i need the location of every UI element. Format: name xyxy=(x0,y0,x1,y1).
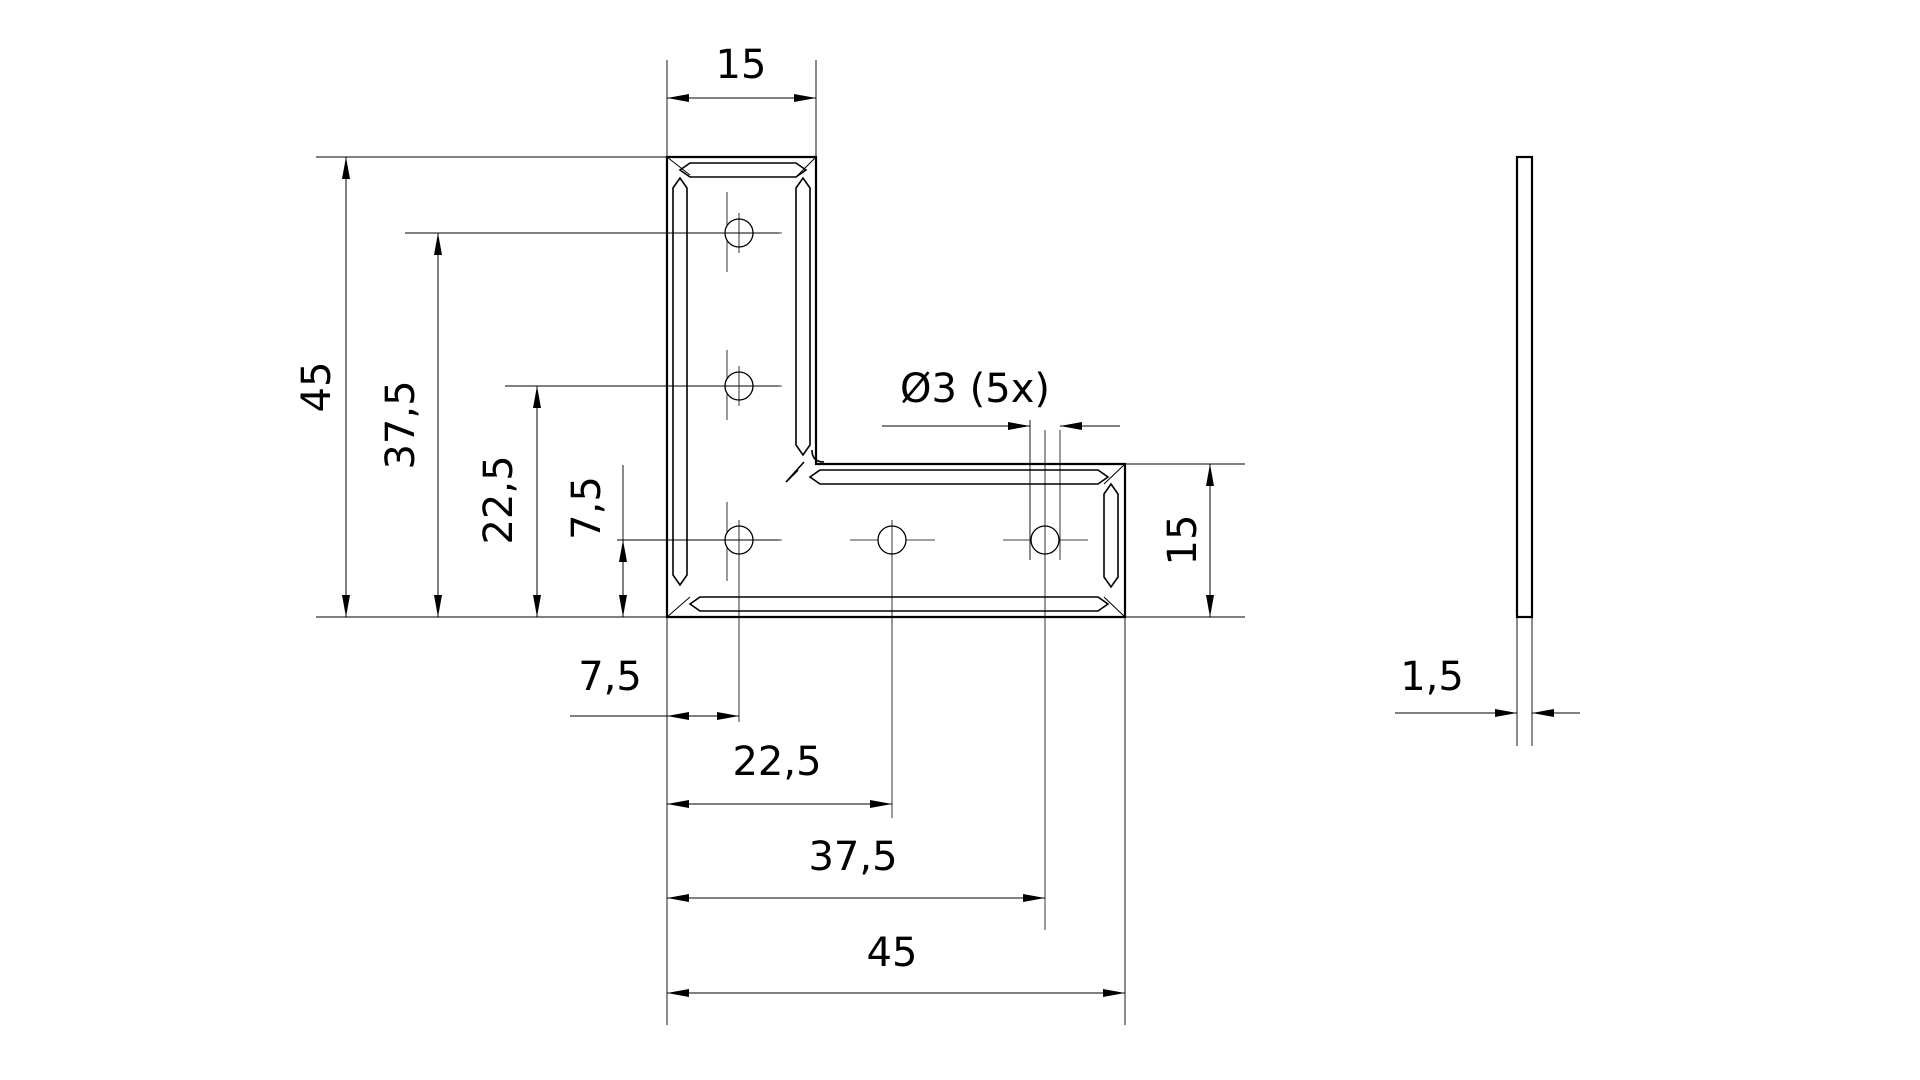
dim-arm-height: 15 xyxy=(1160,515,1206,566)
dim-overall-width: 45 xyxy=(867,930,918,976)
dimension-labels: 15 45 37,5 22,5 7,5 15 Ø3 (5x) 7,5 22,5 … xyxy=(294,42,1464,976)
dim-overall-height: 45 xyxy=(294,362,340,413)
dim-hole-top-height: 37,5 xyxy=(378,380,424,469)
dim-hole-low-height: 7,5 xyxy=(564,476,610,540)
l-bracket-front-view xyxy=(665,155,1127,930)
dim-hole-mid-x: 22,5 xyxy=(732,739,821,785)
dim-hole-far-x: 37,5 xyxy=(808,834,897,880)
dim-thickness: 1,5 xyxy=(1400,654,1464,700)
dim-hole-mid-height: 22,5 xyxy=(476,455,522,544)
dim-hole-offset-x: 7,5 xyxy=(578,654,642,700)
dim-hole-diameter: Ø3 (5x) xyxy=(900,366,1050,412)
dim-top-width: 15 xyxy=(716,42,767,88)
side-view xyxy=(1395,155,1580,746)
dimension-lines xyxy=(342,94,1214,997)
extension-lines xyxy=(316,60,1245,1025)
side-view-profile xyxy=(1515,155,1534,619)
bracket-embossing xyxy=(666,156,1126,618)
